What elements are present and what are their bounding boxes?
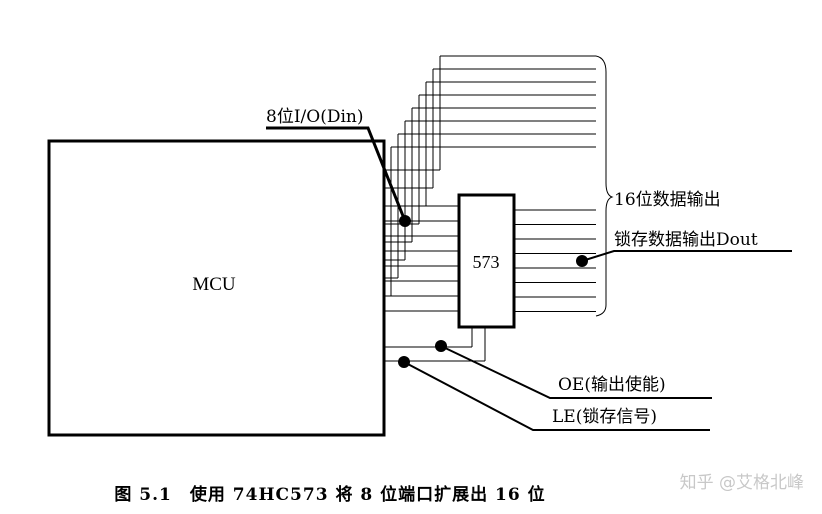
dout-dot	[576, 255, 588, 267]
output-16bit-label: 16位数据输出	[614, 190, 721, 210]
le-wire	[384, 328, 486, 362]
watermark: 知乎 @艾格北峰	[679, 473, 804, 493]
mcu-block	[47, 139, 386, 437]
oe-wire	[384, 328, 473, 348]
din-label: 8位I/O(Din)	[266, 107, 363, 127]
mcu-label: MCU	[192, 274, 236, 295]
latch-input-lines	[384, 205, 459, 312]
le-dot	[398, 356, 410, 368]
latch-output-lines	[514, 209, 596, 312]
le-pointer	[398, 356, 710, 431]
oe-pointer	[435, 340, 712, 399]
latch-573-label: 573	[473, 252, 500, 272]
din-pointer	[266, 126, 411, 227]
din-dot	[399, 215, 411, 227]
output-brace	[595, 55, 614, 317]
direct-output-lines	[384, 55, 596, 297]
latch-573-block	[457, 193, 516, 329]
le-label: LE(锁存信号)	[552, 407, 657, 427]
dout-pointer	[576, 250, 792, 267]
oe-label: OE(输出使能)	[558, 374, 666, 395]
figure-caption: 图 5.1 使用 74HC573 将 8 位端口扩展出 16 位	[114, 485, 546, 505]
dout-label: 锁存数据输出Dout	[614, 230, 758, 250]
oe-dot	[435, 340, 447, 352]
